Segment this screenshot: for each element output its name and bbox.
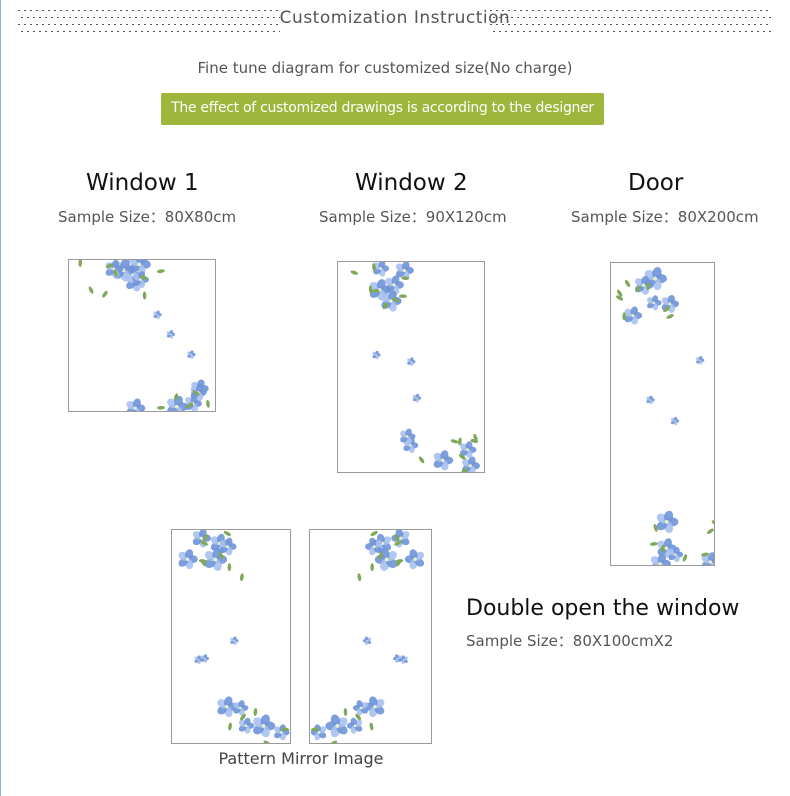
intro-subtitle: Fine tune diagram for customized size(No… — [197, 59, 573, 77]
page-title: Customization Instruction — [279, 8, 511, 28]
flower-pattern-art — [310, 530, 425, 743]
window2-preview — [337, 261, 485, 473]
dotted-decoration-left — [18, 8, 280, 36]
window2-size: Sample Size：90X120cm — [319, 208, 507, 226]
double-window-right-preview — [309, 529, 432, 744]
mirror-caption: Pattern Mirror Image — [218, 749, 384, 768]
flower-pattern-art — [78, 260, 210, 411]
window1-size: Sample Size：80X80cm — [58, 208, 237, 226]
left-border-line — [0, 0, 1, 796]
door-size: Sample Size：80X200cm — [571, 208, 759, 226]
designer-note-banner: The effect of customized drawings is acc… — [161, 93, 604, 146]
dotted-decoration-right — [490, 8, 772, 36]
window1-title: Window 1 — [86, 170, 199, 196]
window2-title: Window 2 — [355, 170, 468, 196]
door-preview — [610, 262, 715, 566]
double-window-title: Double open the window — [466, 596, 740, 621]
door-title: Door — [628, 170, 684, 196]
flower-pattern-art — [616, 267, 714, 565]
double-window-left-preview — [171, 529, 291, 744]
flower-pattern-art — [178, 530, 290, 743]
flower-pattern-art — [350, 262, 480, 472]
double-window-size: Sample Size：80X100cmX2 — [466, 632, 674, 650]
window1-preview — [68, 259, 216, 412]
